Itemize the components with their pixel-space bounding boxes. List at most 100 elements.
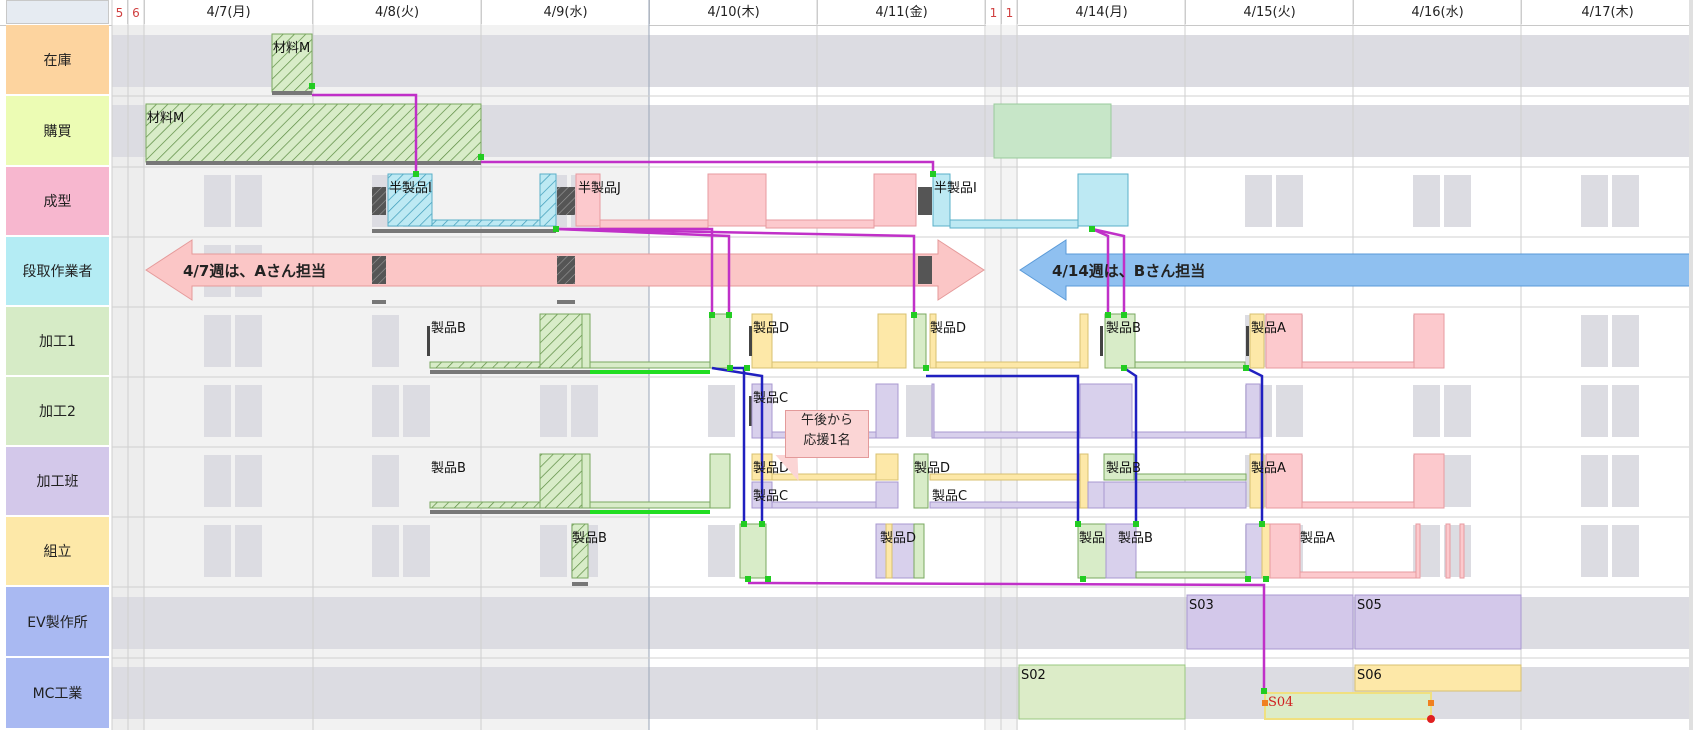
setup-block[interactable] (1246, 326, 1249, 356)
task-bar[interactable] (1413, 313, 1445, 369)
task-bar[interactable] (431, 219, 541, 227)
task-bar[interactable] (1269, 523, 1301, 579)
task-bar[interactable] (885, 523, 893, 579)
resize-handle[interactable] (1428, 700, 1434, 706)
task-bar[interactable] (539, 453, 583, 509)
setup-block[interactable] (427, 326, 430, 356)
task-bar[interactable] (875, 383, 899, 439)
setup-block[interactable] (749, 326, 752, 356)
setup-block[interactable] (749, 396, 752, 426)
task-bar[interactable] (1245, 523, 1263, 579)
week-arrow-b[interactable] (1019, 239, 1693, 301)
task-bar[interactable] (1413, 453, 1445, 509)
task-bar[interactable] (913, 453, 929, 509)
task-bar[interactable] (707, 173, 767, 227)
task-bar[interactable] (765, 219, 875, 229)
task-bar[interactable] (1445, 523, 1451, 579)
task-bar[interactable] (571, 523, 589, 579)
task-bar[interactable] (929, 313, 937, 369)
task-bar[interactable] (1301, 361, 1415, 369)
resize-handle[interactable] (1262, 700, 1268, 706)
task-bar[interactable] (931, 383, 935, 439)
setup-block[interactable] (918, 187, 932, 215)
task-bar[interactable] (589, 501, 711, 509)
task-bar[interactable] (739, 523, 767, 579)
task-bar[interactable] (1459, 523, 1465, 579)
task-bar[interactable] (429, 501, 541, 509)
task-bar[interactable] (873, 173, 917, 227)
task-bar[interactable] (875, 453, 899, 481)
task-bar[interactable] (1104, 313, 1136, 369)
lane-machining1[interactable]: 加工1 (6, 307, 109, 377)
order-bar-s03[interactable] (1186, 594, 1354, 650)
order-bar-s02[interactable] (1018, 664, 1186, 720)
lane-ev-factory[interactable]: EV製作所 (6, 587, 109, 658)
setup-block[interactable] (1100, 326, 1103, 356)
task-bar[interactable] (771, 361, 879, 369)
task-bar[interactable] (1131, 431, 1247, 439)
lane-setup-worker[interactable]: 段取作業者 (6, 237, 109, 307)
task-bar[interactable] (599, 219, 709, 229)
lane-machining-team[interactable]: 加工班 (6, 447, 109, 517)
link-nodes[interactable] (309, 83, 1269, 694)
task-bar[interactable] (1249, 313, 1265, 369)
task-bar[interactable] (913, 523, 925, 579)
note-callout[interactable]: 午後から 応援1名 (785, 410, 869, 458)
task-bar[interactable] (1245, 383, 1261, 439)
task-bar[interactable] (709, 453, 731, 509)
task-bar[interactable] (875, 481, 899, 509)
task-bar[interactable] (933, 431, 1081, 439)
task-bar[interactable] (575, 173, 601, 227)
task-bar[interactable] (1087, 481, 1105, 509)
task-bar[interactable] (932, 173, 951, 227)
task-bar[interactable] (1103, 481, 1247, 509)
task-bar[interactable] (539, 173, 557, 227)
task-bar[interactable] (929, 473, 1081, 481)
task-bar[interactable] (949, 219, 1079, 229)
task-bar[interactable] (1415, 523, 1421, 579)
setup-block[interactable] (557, 187, 575, 215)
task-bar[interactable] (1265, 453, 1303, 509)
task-bar[interactable] (877, 313, 907, 369)
task-bar[interactable] (1077, 173, 1129, 227)
task-bar[interactable] (1077, 523, 1107, 579)
task-bar[interactable] (1133, 473, 1247, 481)
task-bar[interactable] (145, 103, 482, 163)
right-scroll-edge[interactable] (1689, 0, 1693, 730)
task-bar[interactable] (539, 313, 583, 369)
task-bar[interactable] (1079, 453, 1089, 509)
lane-stock[interactable]: 在庫 (6, 25, 109, 96)
setup-block[interactable] (918, 256, 932, 284)
task-bar[interactable] (1079, 383, 1133, 439)
task-bar[interactable] (429, 361, 541, 369)
order-bar-s05[interactable] (1354, 594, 1522, 650)
task-bar[interactable] (1135, 571, 1247, 579)
lane-molding[interactable]: 成型 (6, 167, 109, 237)
task-bar[interactable] (1301, 501, 1415, 509)
order-bar-s06[interactable] (1354, 664, 1522, 692)
task-bar[interactable] (387, 173, 433, 227)
task-bar[interactable] (1079, 313, 1089, 369)
lane-assembly[interactable]: 組立 (6, 517, 109, 587)
task-bar[interactable] (709, 313, 731, 369)
task-bar[interactable] (581, 453, 591, 509)
lane-mc-industry[interactable]: MC工業 (6, 658, 109, 730)
lane-purchase[interactable]: 購買 (6, 96, 109, 167)
task-bar[interactable] (1265, 313, 1303, 369)
setup-block[interactable] (372, 187, 386, 215)
lane-machining2[interactable]: 加工2 (6, 377, 109, 447)
task-bar[interactable] (1261, 523, 1271, 579)
task-bar[interactable] (1134, 361, 1246, 369)
task-bar[interactable] (589, 361, 711, 369)
task-bar[interactable] (913, 313, 927, 369)
resize-handle[interactable] (1427, 715, 1435, 723)
task-bar[interactable] (271, 33, 313, 93)
task-bar[interactable] (1105, 523, 1137, 579)
date-cell[interactable]: 4/17(木) (1522, 0, 1693, 24)
task-bar[interactable] (1103, 453, 1135, 481)
task-bar[interactable] (1299, 571, 1417, 579)
task-bar[interactable] (1249, 453, 1265, 509)
task-bar[interactable] (935, 361, 1081, 369)
setup-block[interactable] (372, 256, 386, 284)
setup-block[interactable] (557, 256, 575, 284)
